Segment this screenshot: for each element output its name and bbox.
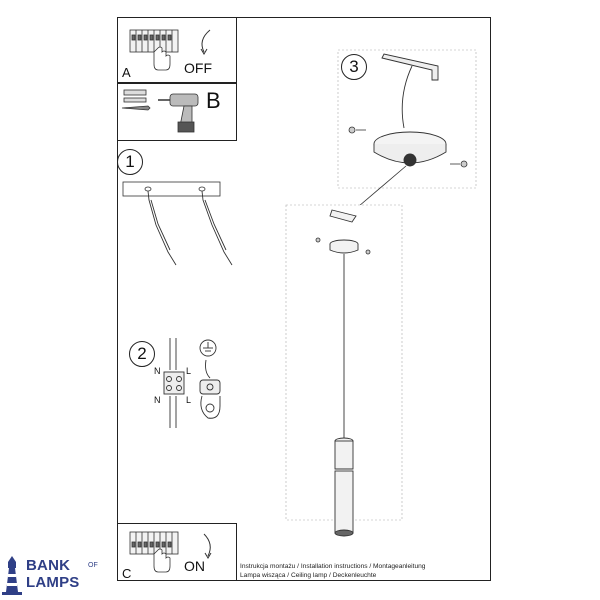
panel-a-action: OFF [184, 60, 212, 76]
hand-icon [153, 548, 171, 573]
brand-word-bank: BANK [26, 557, 71, 574]
breaker-off-illustration [129, 29, 211, 71]
footer-line-2: Lampa wisząca / Ceiling lamp / Deckenleu… [240, 572, 377, 579]
brand-word-lamps: LAMPS [26, 574, 80, 591]
screw-left-icon [348, 126, 366, 134]
footer-line-1: Instrukcja montażu / Installation instru… [240, 563, 426, 570]
wire-label-n-top: N [154, 366, 161, 376]
detail-leader-line [351, 165, 407, 213]
lamp-shade [334, 437, 354, 537]
panel-a-letter: A [122, 65, 131, 80]
footer-caption: Instrukcja montażu / Installation instru… [240, 562, 425, 580]
panel-c-action: ON [184, 558, 205, 574]
tools-illustration [121, 89, 199, 133]
rotate-arrow-icon [203, 533, 212, 559]
screw-anchor-icon [123, 89, 147, 103]
lighthouse-icon [2, 556, 22, 595]
step-2-badge: 2 [129, 341, 155, 367]
mounting-bracket [381, 53, 439, 81]
instruction-sheet [117, 17, 491, 581]
wire-label-l-bottom: L [186, 395, 192, 405]
panel-b-letter: B [206, 88, 221, 113]
lamp-canopy [329, 209, 359, 254]
canopy [373, 131, 447, 167]
panel-c-power-on: C ON [117, 523, 237, 581]
hand-icon [153, 46, 171, 71]
terminal-block [163, 338, 185, 428]
ground-symbol-icon [199, 339, 217, 357]
supply-cable [401, 65, 413, 129]
supply-wires [147, 190, 233, 266]
screw-right-icon [450, 160, 468, 168]
wire-label-l-top: L [186, 366, 192, 376]
drill-icon [158, 93, 199, 133]
step-1-badge: 1 [117, 149, 143, 175]
brand-word-of: OF [88, 562, 98, 569]
ground-clamp-icon [199, 359, 221, 419]
panel-c-letter: C [122, 566, 132, 581]
rotate-arrow-icon [200, 29, 211, 55]
panel-a-power-off: A OFF [117, 17, 237, 83]
panel-b-tools: B [117, 83, 237, 141]
canopy-screw-right-icon [365, 249, 371, 255]
ceiling-mount-plate [122, 181, 221, 197]
screwdriver-icon [121, 105, 151, 111]
breaker-on-illustration [129, 531, 212, 573]
step-3-badge: 3 [341, 54, 367, 80]
canopy-screw-left-icon [315, 237, 321, 243]
breaker-box-icon [129, 531, 179, 555]
wire-label-n-bottom: N [154, 395, 161, 405]
bank-of-lamps-logo: BANK OF LAMPS [0, 556, 112, 596]
